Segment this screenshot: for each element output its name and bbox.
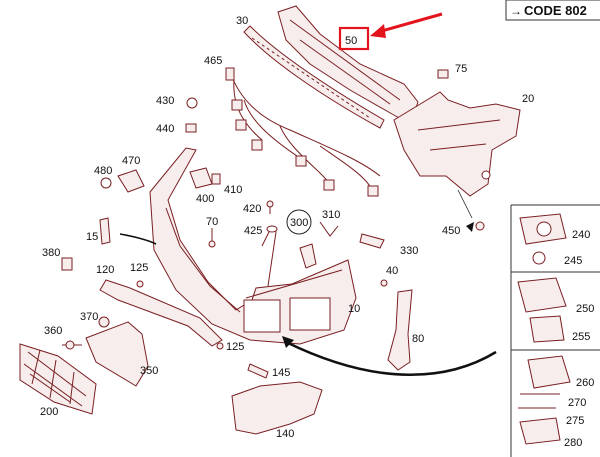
code-arrow-glyph: → [510,4,522,18]
label-125-lower: 125 [226,341,244,353]
label-50: 50 [345,35,357,47]
part-30-strip [243,25,385,129]
label-80: 80 [412,333,424,345]
part-labels: 30 465 75 20 430 440 480 470 400 410 420… [40,15,594,449]
label-40: 40 [386,265,398,277]
part-140-bracket [231,381,323,435]
label-360: 360 [44,325,62,337]
label-245: 245 [564,255,582,267]
label-70: 70 [206,216,218,228]
part-75-clip [437,69,449,79]
part-465-harness [225,67,381,197]
part-20-bracket [393,91,521,219]
label-370: 370 [80,311,98,323]
right-panel-parts [517,213,571,445]
label-140: 140 [276,428,294,440]
label-75: 75 [455,63,467,75]
leader-lines [119,222,497,376]
small-parts [61,97,485,379]
part-10-bumper-cover [149,147,357,345]
label-275: 275 [566,415,584,427]
label-310: 310 [322,209,340,221]
label-270: 270 [568,397,586,409]
label-260: 260 [576,377,594,389]
label-200: 200 [40,406,58,418]
label-240: 240 [572,229,590,241]
label-330: 330 [400,245,418,257]
label-380: 380 [42,247,60,259]
label-145: 145 [272,367,290,379]
label-450: 450 [442,225,460,237]
highlight-callout: 50 [338,12,443,51]
label-15: 15 [86,231,98,243]
label-465: 465 [204,55,222,67]
label-470: 470 [122,155,140,167]
label-280: 280 [564,437,582,449]
part-200-grille [19,343,97,415]
part-350-plate [85,321,149,387]
red-arrow-shaft [377,12,443,34]
label-410: 410 [224,184,242,196]
label-255: 255 [572,331,590,343]
label-20: 20 [522,93,534,105]
label-250: 250 [576,303,594,315]
part-120-strip [99,279,223,347]
label-430: 430 [156,95,174,107]
highlight-box [338,26,370,51]
label-400: 400 [196,193,214,205]
code-box: → CODE 802 [505,0,600,21]
label-125-upper: 125 [130,262,148,274]
label-440: 440 [156,123,174,135]
label-30: 30 [236,15,248,27]
red-arrow-head [370,24,386,38]
label-300: 300 [290,217,308,229]
label-480: 480 [94,165,112,177]
part-300-marker [286,209,312,235]
code-text: CODE 802 [524,3,587,18]
label-425: 425 [244,225,262,237]
right-panel [510,204,600,457]
label-120: 120 [96,264,114,276]
label-420: 420 [243,203,261,215]
label-10: 10 [348,303,360,315]
label-350: 350 [140,365,158,377]
part-80-bracket [387,289,413,371]
